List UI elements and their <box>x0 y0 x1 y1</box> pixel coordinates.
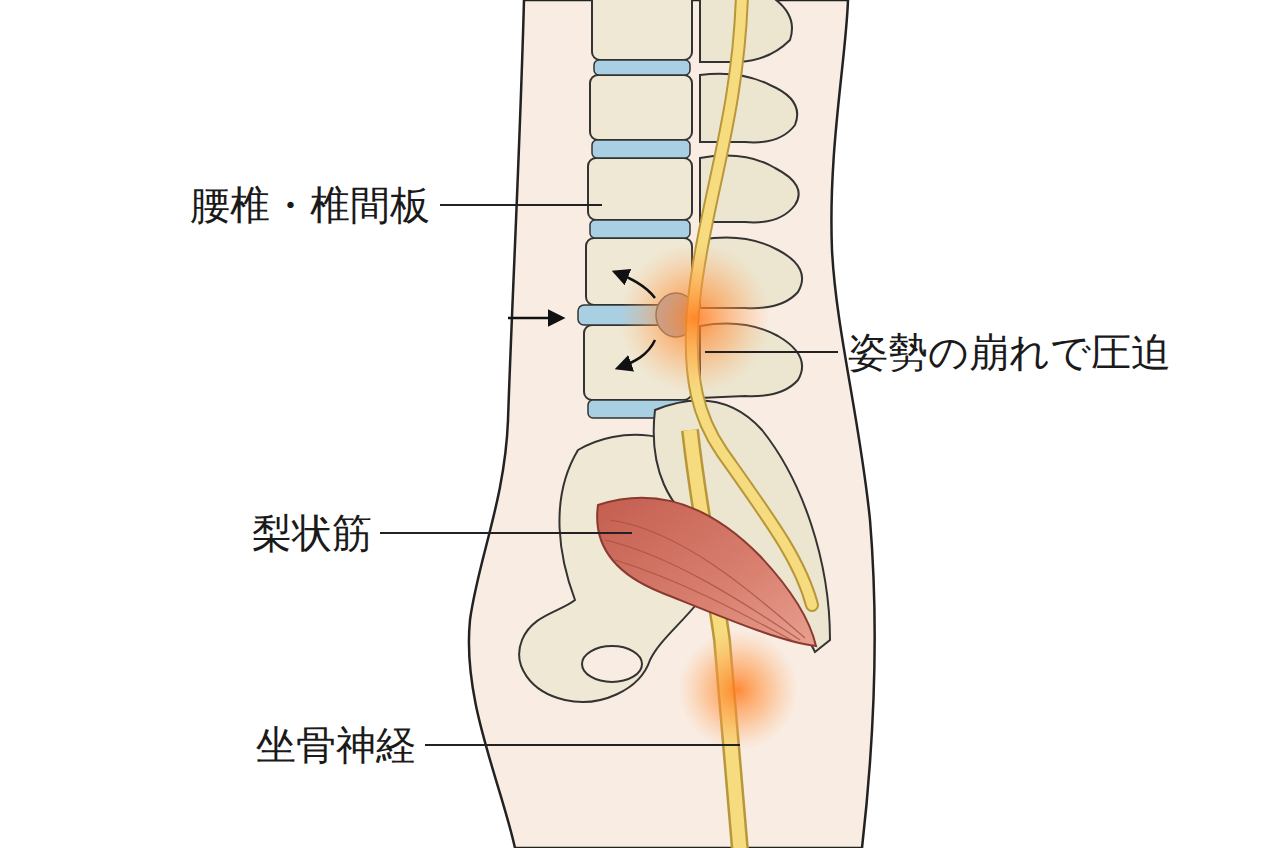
body-outline <box>469 0 875 848</box>
pressure-arrow <box>615 272 655 298</box>
piriformis-muscle <box>597 498 816 646</box>
part-label: 坐骨神経 <box>256 721 416 769</box>
muscle-fibers <box>605 520 805 642</box>
callout-label: 姿勢の崩れで圧迫 <box>848 328 1171 376</box>
pressure-arrow <box>618 340 655 368</box>
pain-glow <box>678 630 798 750</box>
pressure-arrow <box>508 317 562 320</box>
obturator-foramen <box>582 646 642 682</box>
pain-glow <box>620 243 770 393</box>
part-label: 腰椎・椎間板 <box>190 181 430 229</box>
part-label: 梨状筋 <box>252 509 372 557</box>
leader-line <box>380 205 838 745</box>
